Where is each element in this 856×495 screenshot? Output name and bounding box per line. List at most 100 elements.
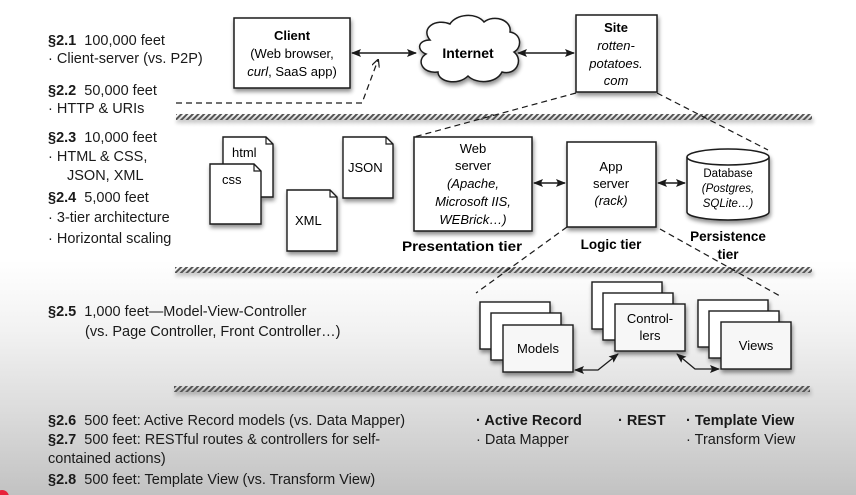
section-title: 5,000 feet [84,190,149,206]
section-title: 500 feet: Template View (vs. Transform V… [84,472,376,488]
pattern-transform-view: · Transform View [686,431,795,449]
views-label: Views [739,338,774,353]
controllers-stack [591,281,686,352]
client-line1: (Web browser, [250,46,334,61]
doc-xml-icon [286,189,338,252]
doc-css-label: css [222,172,242,187]
section-title: 50,000 feet [84,83,157,99]
internet-label: Internet [442,45,494,61]
section-2-1: §2.1 100,000 feet [48,32,165,50]
bullet-dot: · [48,149,53,165]
client-title: Client [274,28,311,43]
section-subtitle: (vs. Page Controller, Front Controller…) [85,324,341,340]
section-continuation: contained actions) [48,451,166,467]
section-2-8: §2.8 500 feet: Template View (vs. Transf… [48,471,375,489]
dashed-line-site-to-web [413,92,577,138]
dashed-line-site-to-db [656,92,769,151]
site-box [575,14,658,93]
section-number: §2.5 [48,304,77,320]
controllers-label-2: lers [640,328,661,343]
section-2-3: §2.3 10,000 feet [48,129,157,147]
site-line1: rotten- [597,38,635,53]
section-2-5: §2.5 1,000 feet—Model-View-Controller [48,303,306,321]
models-label: Models [517,341,559,356]
bullet-http-uris: · HTTP & URIs [48,100,144,118]
pattern-label: Data Mapper [484,432,569,448]
bullet-json-xml-cont: JSON, XML [67,167,144,185]
database-cylinder [686,148,770,221]
bullet-dot: · [686,413,691,429]
persistence-tier-caption-2: tier [717,247,739,262]
bullet-text: Client-server (vs. P2P) [56,51,203,67]
database-line2: (Postgres, [702,183,754,195]
pattern-label: Transform View [694,432,796,448]
arrow-models-controllers [574,353,619,374]
bullet-text: 3-tier architecture [56,210,170,226]
web-server-line3: (Apache, [447,176,499,191]
divider-hatch-1a [176,114,412,120]
doc-css-icon [209,163,262,225]
bullet-text: HTML & CSS, [56,149,148,165]
section-number: §2.4 [48,190,77,206]
bullet-dot: · [618,413,623,429]
section-title: 1,000 feet—Model-View-Controller [84,304,307,320]
section-number: §2.2 [48,83,77,99]
red-marker-icon [0,490,9,495]
web-server-box [413,136,533,232]
pattern-active-record: · Active Record [476,412,582,430]
bullet-dot: · [48,210,53,226]
views-stack [697,299,792,370]
bullet-dot: · [476,413,481,429]
controllers-label-1: Control- [627,311,673,326]
app-server-line3: (rack) [594,193,627,208]
pattern-label: Template View [694,413,795,429]
pattern-rest: · REST [618,412,666,430]
client-line2: curl, SaaS app) [247,64,337,79]
section-2-7: §2.7 500 feet: RESTful routes & controll… [48,431,380,449]
bullet-client-server: · Client-server (vs. P2P) [48,50,203,68]
section-number: §2.6 [48,413,77,429]
client-curl: curl [247,64,269,79]
pattern-label: Active Record [484,413,582,429]
section-2-6: §2.6 500 feet: Active Record models (vs.… [48,412,405,430]
section-number: §2.3 [48,130,77,146]
pattern-label: REST [626,413,666,429]
section-2-7-line2: contained actions) [48,450,166,468]
web-server-line4: Microsoft IIS, [435,194,511,209]
pattern-data-mapper: · Data Mapper [476,431,569,449]
bullet-html-css: · HTML & CSS, [48,148,147,166]
bullet-text: Horizontal scaling [56,231,172,247]
section-2-5-line2: (vs. Page Controller, Front Controller…) [85,323,340,341]
web-server-line2: server [455,158,492,173]
doc-html-label: html [232,145,257,160]
bullet-dot: · [48,51,53,67]
section-2-4: §2.4 5,000 feet [48,189,149,207]
doc-xml-label: XML [295,213,322,228]
persistence-tier-caption: Persistence [690,229,766,244]
section-title: 500 feet: Active Record models (vs. Data… [84,413,406,429]
presentation-tier-caption: Presentation tier [402,239,523,254]
section-number: §2.8 [48,472,77,488]
bullet-horizontal-scaling: · Horizontal scaling [48,230,171,248]
section-title: 100,000 feet [84,33,165,49]
database-line3: SQLite…) [703,198,754,210]
site-title: Site [604,20,628,35]
internet-cloud [418,14,521,83]
dashed-line-app-to-models [475,226,568,294]
section-2-2: §2.2 50,000 feet [48,82,157,100]
bullet-dot: · [48,231,53,247]
bullet-3-tier: · 3-tier architecture [48,209,170,227]
bullet-dot: · [686,432,691,448]
bullet-text: HTTP & URIs [56,101,145,117]
section-number: §2.1 [48,33,77,49]
pattern-template-view: · Template View [686,412,794,430]
doc-json-label: JSON [348,160,383,175]
app-server-line1: App [599,159,622,174]
divider-hatch-1b [412,114,812,120]
section-number: §2.7 [48,432,77,448]
bullet-dot: · [476,432,481,448]
bullet-text: JSON, XML [67,168,144,184]
section-title: 500 feet: RESTful routes & controllers f… [84,432,381,448]
app-server-box [566,141,657,228]
